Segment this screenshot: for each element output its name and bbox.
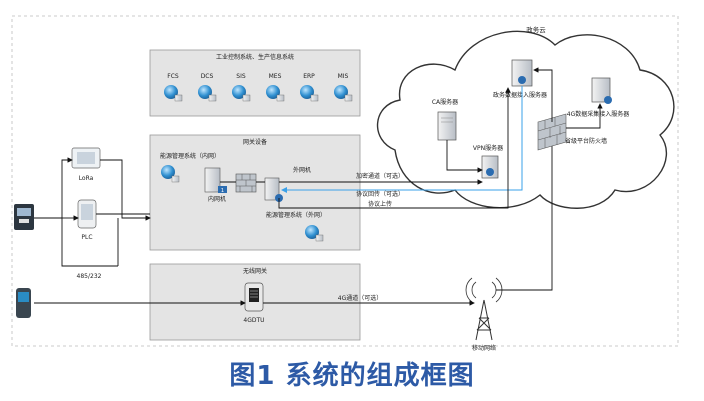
lora-icon <box>71 147 101 169</box>
industrial-systems: FCS DCS SIS MES ERP MIS <box>164 73 353 102</box>
extranet-machine-label: 外网机 <box>293 166 311 174</box>
gateway-firewall-icon <box>235 173 257 193</box>
system-label: ERP <box>303 73 315 80</box>
globe-icon <box>300 85 314 99</box>
server-icon <box>310 94 319 102</box>
data-4g-server-label: 4G数据采集接入服务器 <box>567 110 629 118</box>
channel-4g-label: 4G通道（可选） <box>338 294 382 302</box>
plc-icon <box>77 199 97 229</box>
server-icon <box>208 94 217 102</box>
dtu-4g-label: 4GDTU <box>243 317 264 324</box>
cloud-label: 政务云 <box>526 25 546 34</box>
gateway-device-label: 网关设备 <box>243 138 267 146</box>
globe-icon <box>232 85 246 99</box>
figure-caption: 图1 系统的组成框图 <box>229 361 475 391</box>
energy-mgmt-external-icon <box>305 225 324 242</box>
protocol-return-label: 协议回传（可选） <box>356 190 404 198</box>
system-mis: MIS <box>334 73 353 102</box>
system-label: DCS <box>201 73 214 80</box>
wireless-gateway-label: 无线网关 <box>243 267 267 275</box>
industrial-group: 工业控制系统、生产信息系统 FCS DCS SIS MES ERP MIS <box>149 49 361 117</box>
svg-text:1: 1 <box>221 188 224 194</box>
energy-mgmt-internal-label: 能源管理系统（内网） <box>160 152 220 160</box>
globe-icon <box>164 85 178 99</box>
gateway-device-group: 网关设备 能源管理系统（内网） 1 内网机 外网机 能源管理系统（外网） <box>149 134 361 251</box>
rs485-label: 485/232 <box>77 273 102 280</box>
lora-label: LoRa <box>79 175 94 182</box>
tower-to-firewall-line <box>496 137 555 291</box>
plc-label: PLC <box>81 234 92 241</box>
cloud-firewall-label: 省级平台防火墙 <box>565 137 607 145</box>
protocol-return-line <box>281 86 523 193</box>
system-label: SIS <box>236 73 246 80</box>
system-label: MIS <box>338 73 349 80</box>
wireless-gateway-group: 无线网关 4GDTU <box>149 263 361 341</box>
system-label: FCS <box>167 73 179 80</box>
system-sis: SIS <box>232 73 251 102</box>
system-label: MES <box>269 73 282 80</box>
tower-icon <box>465 277 503 341</box>
encrypted-channel-label: 加密通道（可选） <box>356 172 404 180</box>
reporting-server-icon <box>511 59 533 87</box>
vpn-server-icon <box>481 155 499 179</box>
energy-mgmt-internal-icon <box>161 165 180 183</box>
globe-icon <box>334 85 348 99</box>
system-erp: ERP <box>300 73 319 102</box>
meter-device <box>14 204 34 230</box>
diagram-border <box>11 15 679 347</box>
protocol-upload-label: 协议上传 <box>368 200 392 208</box>
reporting-server-label: 政务数据接入服务器 <box>493 91 547 99</box>
cloud-firewall-icon <box>537 113 567 151</box>
ca-server-label: CA服务器 <box>432 98 458 106</box>
tower-label: 移动网络 <box>472 344 496 352</box>
server-icon <box>276 94 285 102</box>
server-icon <box>344 94 353 102</box>
meter-links <box>34 157 246 306</box>
globe-icon <box>198 85 212 99</box>
dtu-4g-icon <box>244 282 264 312</box>
server-icon <box>242 94 251 102</box>
intranet-machine-label: 内网机 <box>208 195 226 203</box>
gov-cloud: 政务云 <box>376 25 675 209</box>
vpn-server-label: VPN服务器 <box>473 144 503 152</box>
system-dcs: DCS <box>198 73 217 102</box>
industrial-group-label: 工业控制系统、生产信息系统 <box>216 53 294 61</box>
energy-mgmt-external-label: 能源管理系统（外网） <box>266 211 326 219</box>
protocol-upload-line <box>278 87 511 209</box>
cloud-links <box>446 67 603 173</box>
system-fcs: FCS <box>164 73 183 102</box>
handheld-device <box>16 288 31 318</box>
intranet-server-icon: 1 <box>204 167 227 194</box>
system-mes: MES <box>266 73 285 102</box>
globe-icon <box>266 85 280 99</box>
ca-server-icon <box>437 111 457 141</box>
server-icon <box>174 94 183 102</box>
data-4g-server-icon <box>591 77 612 104</box>
